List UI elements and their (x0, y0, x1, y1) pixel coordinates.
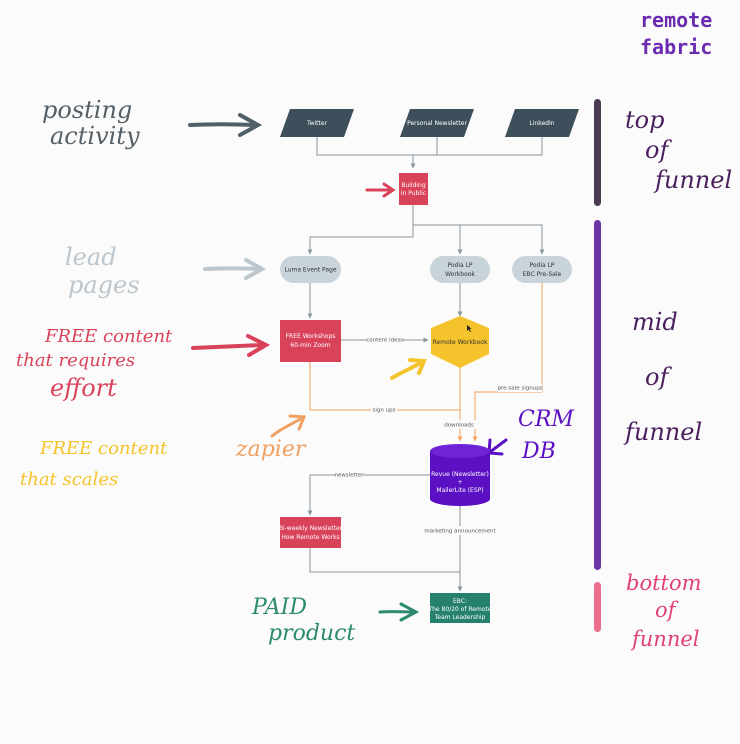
free-effort-arrow-icon (191, 334, 271, 357)
stage-top-3: funnel (653, 166, 732, 194)
stage-bottom-3: funnel (630, 627, 700, 651)
edge-building-workbook (413, 224, 463, 255)
cursor-icon (467, 325, 472, 332)
mid-of-funnel-bar (594, 220, 601, 570)
node-twitter[interactable]: Twitter (280, 109, 354, 137)
workbook-arrow-icon (390, 358, 427, 380)
paid-arrow-icon (378, 602, 420, 622)
annotation-posting-2: activity (50, 122, 140, 150)
bottom-of-funnel-bar (594, 582, 601, 632)
node-revue-label-1: Revue (Newsletter) (431, 471, 489, 478)
edge-workshops-revue (309, 362, 460, 411)
edge-building-luma (307, 205, 414, 255)
node-podia-workbook-label-2: Workbook (445, 271, 475, 278)
node-revue-label-2: + (457, 479, 462, 486)
connectors-orange (309, 283, 543, 442)
annotation-crm-2: DB (521, 439, 556, 464)
edge-label-bg-downloads (442, 420, 476, 429)
node-remote-workbook[interactable]: Remote Workbook (431, 316, 489, 368)
node-biweekly-label-1: Bi-weekly Newsletter (279, 525, 343, 532)
annotation-free-scales-1: FREE content (39, 438, 168, 459)
edge-label-presale: pre-sale signups (497, 386, 542, 392)
node-ebc-label-3: Team Leadership (434, 614, 486, 621)
brand-line1: remote (640, 8, 712, 32)
node-ebc-paid-product[interactable]: EBC: The 80/20 of Remote Team Leadership (427, 593, 492, 623)
annotation-free-effort-1: FREE content (44, 326, 173, 347)
node-revue-mailerlite[interactable]: Revue (Newsletter) + MailerLite (ESP) (430, 444, 490, 506)
edge-label-bg-signups (371, 405, 397, 414)
node-ebc-label-2: The 80/20 of Remote (427, 606, 491, 613)
edge-linkedin-building (437, 137, 543, 156)
node-luma-label: Luma Event Page (284, 267, 336, 274)
edge-label-bg-presale (498, 383, 542, 392)
node-linkedin-label: LinkedIn (529, 120, 554, 127)
annotation-free-effort-3: effort (50, 374, 117, 402)
edge-revue-biweekly (307, 474, 430, 516)
edge-newsletter-building (413, 137, 438, 156)
node-free-workshops[interactable]: FREE Workshops 60-min Zoom (280, 320, 341, 362)
zapier-arrow-icon (270, 414, 307, 438)
lead-arrow-icon (203, 258, 267, 280)
annotation-free-effort-2: that requires (16, 350, 135, 371)
annotation-lead-1: lead (65, 243, 117, 271)
edge-label-bg-marketing (426, 526, 494, 535)
node-remote-workbook-label: Remote Workbook (433, 339, 488, 346)
building-arrow-icon (365, 182, 396, 198)
annotation-crm-1: CRM (518, 407, 574, 432)
annotation-paid-1: PAID (251, 595, 307, 620)
edge-label-downloads: downloads (444, 423, 474, 429)
node-building-label-2: in Public (401, 190, 426, 197)
edge-label-bg-content (367, 335, 403, 344)
connectors-gray (307, 137, 545, 592)
stage-mid-2: of (645, 363, 672, 391)
edge-label-newsletter: newsletter (334, 473, 364, 479)
crm-arrow-icon (487, 438, 508, 456)
stage-mid-1: mid (632, 308, 678, 336)
top-of-funnel-bar (594, 99, 601, 206)
node-podia-workbook-label-1: Podia LP (447, 262, 472, 269)
stage-top-2: of (645, 136, 672, 164)
edge-label-content-ideas: content ideas (366, 338, 404, 344)
annotation-free-scales-2: that scales (20, 469, 118, 490)
node-building-label-1: Building (401, 182, 426, 189)
stage-mid-3: funnel (623, 418, 702, 446)
stage-bottom-2: of (655, 598, 679, 622)
node-biweekly-label-2: How Remote Works (281, 534, 339, 541)
node-building-in-public[interactable]: Building in Public (399, 173, 428, 205)
posting-arrow-icon (188, 113, 263, 137)
edge-building-ebc (460, 224, 545, 255)
brand-line2: fabric (640, 35, 712, 59)
node-linkedin[interactable]: LinkedIn (505, 109, 579, 137)
node-personal-newsletter[interactable]: Personal Newsletter (400, 109, 474, 137)
node-twitter-label: Twitter (306, 120, 328, 127)
annotation-posting-1: posting (42, 96, 132, 124)
stage-top-1: top (625, 106, 664, 134)
annotation-paid-2: product (268, 621, 355, 646)
stage-bottom-1: bottom (626, 571, 702, 595)
annotation-lead-2: pages (68, 271, 140, 299)
annotation-zapier: zapier (235, 437, 307, 462)
edge-label-signups: sign ups (373, 408, 396, 414)
edge-biweekly-ebc (309, 548, 460, 573)
edge-twitter-building (316, 137, 416, 169)
edge-label-marketing: marketing announcement (424, 529, 496, 535)
node-podia-workbook[interactable]: Podia LP Workbook (430, 256, 490, 283)
node-revue-label-3: MailerLite (ESP) (436, 487, 483, 494)
edge-label-bg-newsletter (335, 470, 363, 479)
node-podia-ebc-label-1: Podia LP (529, 262, 554, 269)
node-ebc-label-1: EBC: (453, 598, 467, 605)
node-biweekly-newsletter[interactable]: Bi-weekly Newsletter How Remote Works (279, 517, 343, 548)
node-workshops-label-2: 60-min Zoom (290, 342, 330, 349)
node-podia-ebc-label-2: EBC Pre-Sale (523, 271, 562, 278)
node-luma-event-page[interactable]: Luma Event Page (280, 256, 341, 283)
node-workshops-label-1: FREE Workshops (286, 333, 336, 340)
node-podia-ebc-presale[interactable]: Podia LP EBC Pre-Sale (512, 256, 572, 283)
node-personal-newsletter-label: Personal Newsletter (407, 120, 467, 127)
